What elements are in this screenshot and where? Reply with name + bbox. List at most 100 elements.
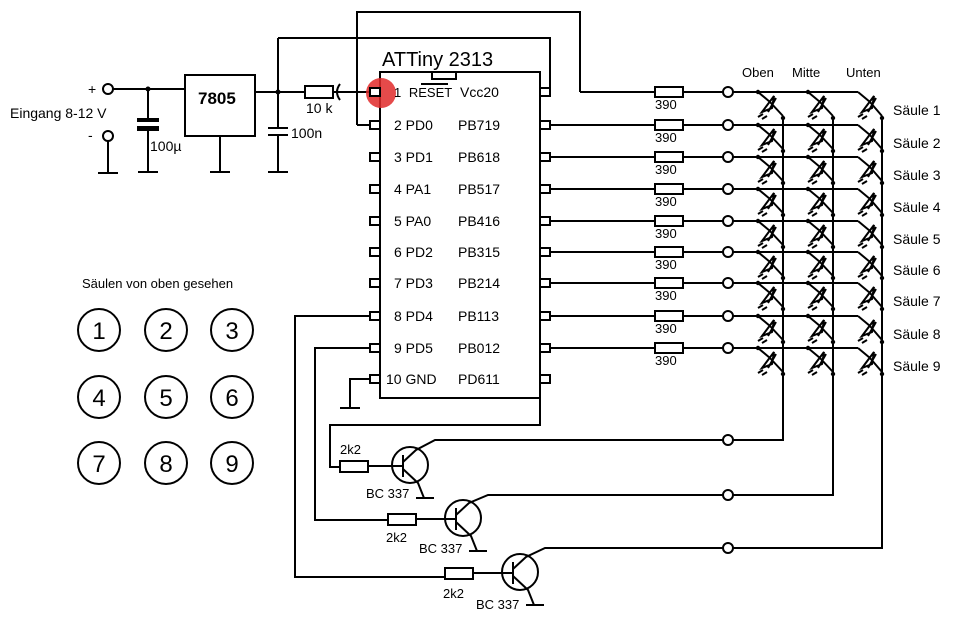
chip-pin-left [369, 216, 381, 226]
layer-label: Unten [846, 65, 881, 80]
column-position-circle [144, 441, 188, 485]
led-resistor-label: 390 [655, 97, 677, 112]
led-light-arrows [807, 242, 818, 249]
led-symbol [857, 124, 883, 150]
transistor-label: BC 337 [476, 597, 519, 612]
chip-pin-left [369, 374, 381, 384]
pin-label-right: PD611 [458, 371, 500, 387]
chip-pin-left [369, 120, 381, 130]
connector-terminal [722, 183, 734, 195]
connector-terminal [722, 246, 734, 258]
led-symbol [757, 91, 784, 117]
led-light-arrows [857, 304, 868, 311]
column-position-circle [144, 375, 188, 419]
led-resistor [654, 86, 684, 98]
led-resistor-label: 390 [655, 288, 677, 303]
led-resistor-label: 390 [655, 162, 677, 177]
led-light-arrows [807, 369, 818, 376]
column-label: Säule 4 [893, 199, 941, 215]
base-resistor [339, 460, 369, 473]
junction-dot [830, 275, 836, 281]
layer-label: Mitte [792, 65, 820, 80]
chip-pin-right [539, 311, 551, 321]
junction-dot [830, 244, 836, 250]
base-drive-wire [314, 347, 388, 521]
led-light-arrows [757, 113, 768, 120]
led-symbol [857, 188, 883, 214]
connector-terminal [722, 277, 734, 289]
minus-label: - [88, 127, 93, 143]
chip-pin-left [369, 278, 381, 288]
column-position-circle [210, 308, 254, 352]
cap-in-label: 100µ [150, 138, 181, 154]
npn-transistor [391, 446, 429, 484]
base-resistor [387, 513, 417, 526]
pin-label-left: 10 GND [386, 371, 437, 387]
pin-label-left: 7 PD3 [394, 275, 433, 291]
chip-pin-right [539, 184, 551, 194]
layer-cathode-line [733, 120, 784, 441]
led-light-arrows [757, 210, 768, 217]
chip-pin-left [369, 152, 381, 162]
column-label: Säule 6 [893, 262, 941, 278]
led-light-arrows [807, 146, 818, 153]
chip-pin-right [539, 216, 551, 226]
reset-resistor-label: 10 k [306, 100, 333, 116]
connector-terminal [722, 434, 734, 446]
led-light-arrows [857, 113, 868, 120]
base-resistor-label: 2k2 [443, 586, 464, 601]
connector-terminal [722, 489, 734, 501]
led-light-arrows [757, 369, 768, 376]
led-resistor [654, 246, 684, 258]
led-resistor [654, 119, 684, 131]
junction-dot [879, 306, 885, 312]
led-light-arrows [857, 369, 868, 376]
led-resistor-label: 390 [655, 194, 677, 209]
led-symbol [857, 220, 883, 246]
npn-transistor [444, 499, 482, 537]
junction-dot [780, 180, 786, 186]
column-position-circle [210, 441, 254, 485]
led-symbol [757, 347, 784, 373]
column-number: 8 [159, 451, 172, 478]
led-symbol [857, 156, 883, 182]
column-number: 6 [225, 385, 238, 412]
junction-dot [830, 148, 836, 154]
chip-pin-left [369, 87, 381, 97]
regulator-7805 [184, 74, 256, 137]
led-light-arrows [807, 210, 818, 217]
led-resistor [654, 183, 684, 195]
transistor-label: BC 337 [419, 541, 462, 556]
column-number: 4 [92, 385, 105, 412]
top-view-title: Säulen von oben gesehen [82, 276, 233, 291]
junction-dot [879, 244, 885, 250]
junction-dot [830, 306, 836, 312]
led-light-arrows [807, 178, 818, 185]
attiny2313-chip [379, 71, 541, 399]
pin-label-left: 6 PD2 [394, 244, 433, 260]
regulator-label: 7805 [198, 89, 236, 108]
pin-label-right: PB719 [458, 117, 500, 133]
column-label: Säule 3 [893, 167, 941, 183]
led-light-arrows [757, 242, 768, 249]
led-resistor [654, 215, 684, 227]
power-supply: + - Eingang 8-12 V 100µ 7805 100n 10 k A… [10, 11, 581, 409]
led-light-arrows [857, 273, 868, 280]
led-symbol [807, 91, 834, 117]
led-resistor-label: 390 [655, 226, 677, 241]
column-label: Säule 8 [893, 326, 941, 342]
led-symbol [807, 220, 834, 246]
pin-label-right: PB113 [458, 308, 499, 324]
led-light-arrows [757, 178, 768, 185]
junction-dot [879, 339, 885, 345]
led-symbol [857, 251, 883, 277]
junction-dot [879, 371, 885, 377]
led-symbol [857, 282, 883, 308]
transistor-leads [402, 439, 723, 499]
column-number: 9 [225, 451, 238, 478]
led-light-arrows [807, 113, 818, 120]
led-light-arrows [757, 337, 768, 344]
led-resistor [654, 310, 684, 322]
